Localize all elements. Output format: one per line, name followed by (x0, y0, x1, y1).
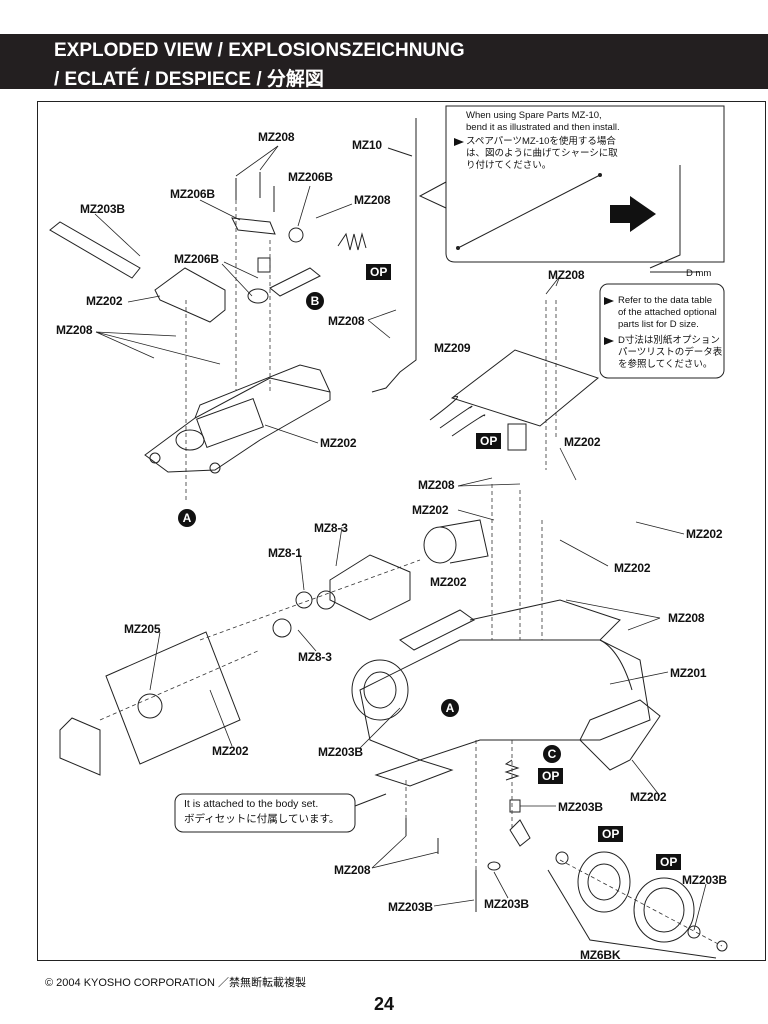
header-title-line1: EXPLODED VIEW / EXPLOSIONSZEICHNUNG (54, 40, 465, 61)
table-note-jp-1: D寸法は別紙オプション (618, 335, 720, 346)
part-label: MZ208 (334, 863, 371, 877)
spare-note-box (445, 105, 725, 263)
part-label: MZ6BK (580, 948, 621, 962)
triangle-pointer-icon (454, 138, 464, 146)
part-label: MZ202 (86, 294, 123, 308)
table-note-en-3: parts list for D size. (618, 319, 699, 330)
arrow-right-icon (610, 196, 656, 232)
part-label: MZ8-3 (314, 521, 348, 535)
part-label: MZ206B (288, 170, 333, 184)
marker-b: B (306, 292, 324, 310)
op-badge: OP (366, 264, 392, 280)
page-number: 24 (373, 994, 395, 1014)
part-label: MZ202 (412, 503, 449, 517)
copyright: © 2004 KYOSHO CORPORATION ／禁無断転載複製 (45, 977, 306, 989)
part-label: MZ208 (548, 268, 585, 282)
op-badge: OP (538, 768, 564, 784)
part-label: MZ205 (124, 622, 161, 636)
part-label: MZ8-1 (268, 546, 302, 560)
part-label: MZ208 (258, 130, 295, 144)
table-note-en-2: of the attached optional (618, 307, 717, 318)
table-note-en-1: Refer to the data table (618, 295, 713, 306)
part-label: MZ208 (668, 611, 705, 625)
marker-a: A (178, 509, 196, 527)
page-header: EXPLODED VIEW / EXPLOSIONSZEICHNUNG / EC… (0, 34, 768, 90)
table-note-jp-3: を参照してください。 (618, 359, 713, 370)
part-label: MZ208 (418, 478, 455, 492)
part-label: MZ208 (354, 193, 391, 207)
part-label: MZ203B (318, 745, 363, 759)
d-size-label: D mm (686, 268, 712, 279)
part-label: MZ202 (630, 790, 667, 804)
part-label: MZ203B (682, 873, 727, 887)
op-badge: OP (476, 433, 502, 449)
marker-a: A (441, 699, 459, 717)
body-set-note-en: It is attached to the body set. (184, 798, 319, 810)
dsize-note-box (599, 283, 725, 379)
header-title-line2: / ECLATÉ / DESPIECE / 分解図 (54, 69, 324, 90)
part-label: MZ202 (320, 436, 357, 450)
part-label: MZ203B (388, 900, 433, 914)
part-label: MZ202 (564, 435, 601, 449)
note-pointer (418, 181, 447, 209)
op-badge: OP (598, 826, 624, 842)
part-label: MZ202 (212, 744, 249, 758)
marker-c: C (543, 745, 561, 763)
part-label: MZ202 (686, 527, 723, 541)
part-label: MZ202 (614, 561, 651, 575)
spare-note-jp-1: スペアパーツMZ-10を使用する場合 (466, 136, 616, 147)
part-label: MZ206B (170, 187, 215, 201)
spare-note-en-1: When using Spare Parts MZ-10, (466, 110, 602, 121)
diagram-frame (37, 101, 766, 961)
part-label: MZ8-3 (298, 650, 332, 664)
spare-note-en-2: bend it as illustrated and then install. (466, 122, 620, 133)
part-label: MZ203B (558, 800, 603, 814)
part-label: MZ209 (434, 341, 471, 355)
part-label: MZ203B (80, 202, 125, 216)
part-label: MZ10 (352, 138, 382, 152)
table-note-jp-2: パーツリストのデータ表 (618, 347, 723, 358)
body-set-note-jp: ボディセットに付属しています。 (184, 813, 340, 825)
part-label: MZ208 (56, 323, 93, 337)
part-label: MZ206B (174, 252, 219, 266)
part-label: MZ208 (328, 314, 365, 328)
part-label: MZ203B (484, 897, 529, 911)
spare-note-jp-2: は、図のように曲げてシャーシに取 (466, 148, 618, 159)
op-badge: OP (656, 854, 682, 870)
part-label: MZ201 (670, 666, 707, 680)
body-set-note-box (174, 793, 356, 833)
spare-note-jp-3: り付けてください。 (466, 160, 552, 171)
part-label: MZ202 (430, 575, 467, 589)
